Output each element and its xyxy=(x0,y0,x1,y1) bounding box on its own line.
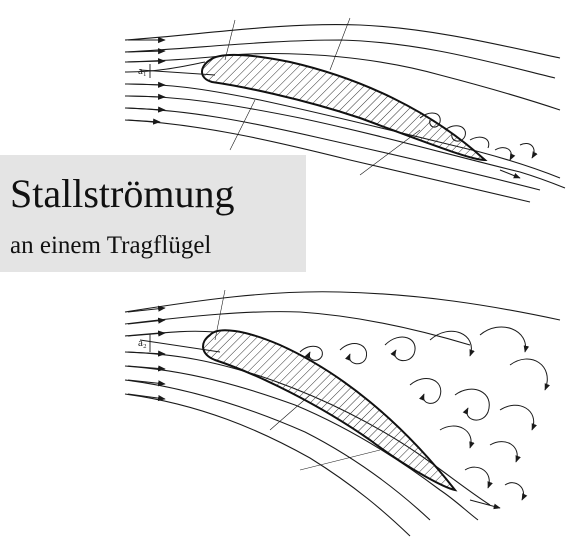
diagram-title: Stallströmung xyxy=(10,174,234,214)
top-inflow-arrows xyxy=(128,40,165,122)
diagram-subtitle: an einem Tragflügel xyxy=(10,233,211,258)
bottom-panel-stalled-flow: a₂ xyxy=(125,290,560,536)
bottom-airfoil xyxy=(203,330,455,490)
alpha-top-label: a₁ xyxy=(138,65,147,77)
alpha-bottom-label: a₂ xyxy=(138,337,147,349)
bottom-streamlines-upper xyxy=(125,292,560,345)
